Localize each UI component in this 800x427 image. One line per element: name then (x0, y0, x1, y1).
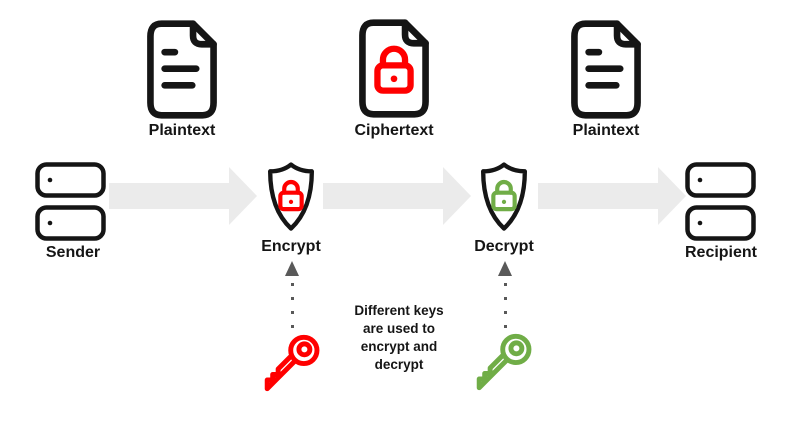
plaintext-left-label: Plaintext (148, 122, 216, 139)
green-key-icon (471, 327, 541, 397)
note-line: Different keys (354, 303, 444, 318)
flow-arrow-icon (109, 167, 257, 225)
different-keys-note: Different keys are used to encrypt and d… (334, 302, 464, 374)
plaintext-right-label: Plaintext (572, 122, 640, 139)
red-key-icon (259, 328, 329, 398)
dotted-arrow-up-icon (285, 261, 299, 328)
decrypt-label: Decrypt (474, 238, 534, 255)
encrypt-shield-lock-icon (260, 161, 322, 235)
note-line: decrypt (374, 357, 424, 372)
arrowhead-icon (285, 261, 299, 276)
arrowhead-icon (498, 261, 512, 276)
plaintext-document-icon (568, 19, 644, 120)
plaintext-document-icon (144, 19, 220, 120)
ciphertext-label: Ciphertext (354, 122, 434, 139)
ciphertext-document-icon (356, 18, 432, 119)
note-line: encrypt and (360, 339, 438, 354)
sender-label: Sender (45, 244, 101, 261)
dotted-arrow-up-icon (498, 261, 512, 328)
note-line: are used to (362, 321, 436, 336)
recipient-server-icon (685, 162, 757, 242)
encrypt-label: Encrypt (261, 238, 321, 255)
flow-arrow-icon (323, 167, 471, 225)
sender-server-icon (35, 162, 107, 242)
decrypt-shield-lock-icon (473, 161, 535, 235)
recipient-label: Recipient (684, 244, 757, 261)
flow-arrow-icon (538, 167, 686, 225)
